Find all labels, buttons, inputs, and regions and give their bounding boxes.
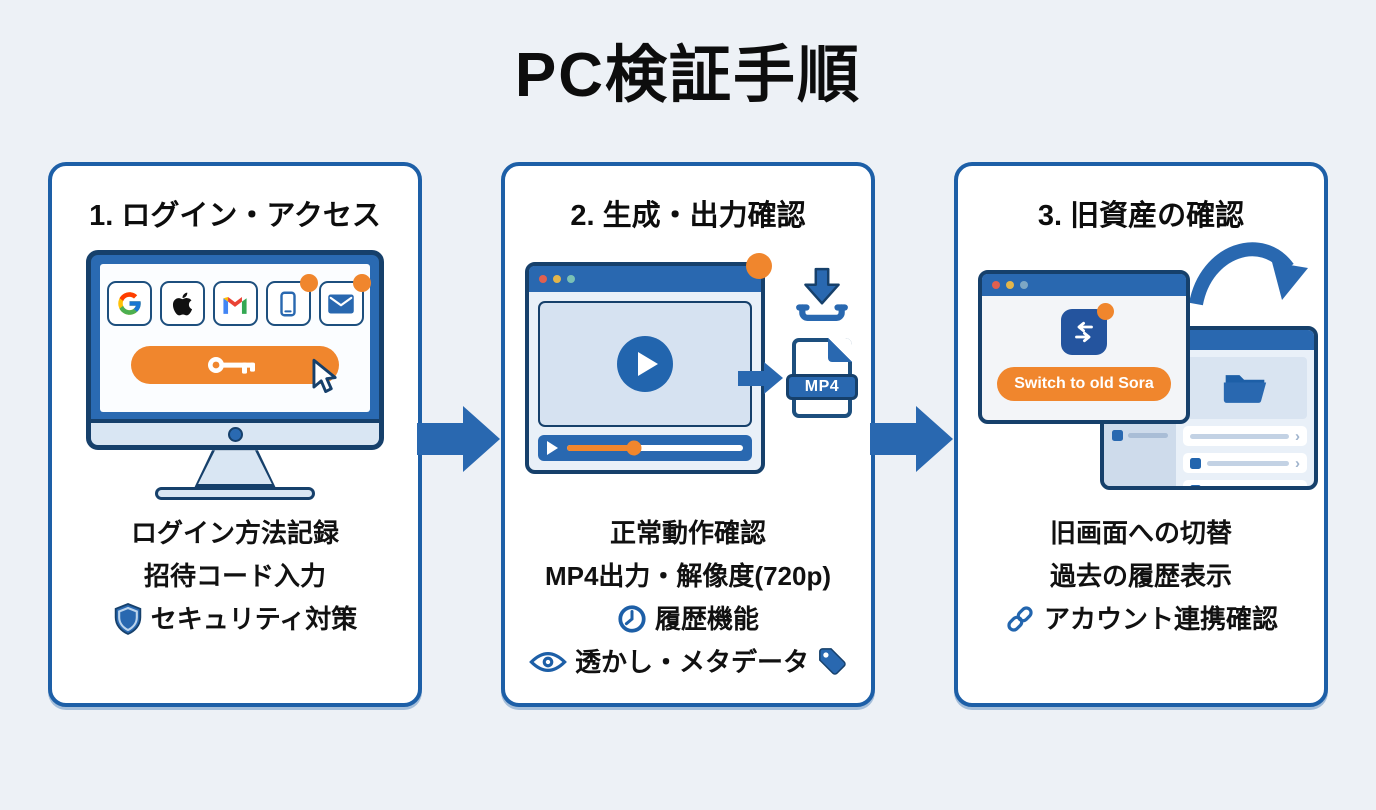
history-list-item[interactable]: › bbox=[1183, 426, 1307, 447]
mail-icon[interactable] bbox=[318, 274, 371, 327]
play-icon bbox=[638, 352, 658, 377]
bullet-text: セキュリティ対策 bbox=[150, 604, 358, 635]
video-preview bbox=[538, 301, 752, 428]
step-heading: 3. 旧資産の確認 bbox=[1037, 200, 1245, 233]
video-controls[interactable] bbox=[538, 435, 752, 462]
swap-icon bbox=[1061, 303, 1114, 356]
clock-icon bbox=[618, 605, 646, 633]
export-column: MP4 bbox=[783, 264, 861, 419]
arrow-right-icon bbox=[738, 362, 783, 395]
step-heading: 1. ログイン・アクセス bbox=[89, 200, 381, 233]
notification-dot bbox=[746, 253, 772, 280]
bullet-text: 正常動作確認 bbox=[609, 518, 766, 549]
apple-icon[interactable] bbox=[159, 281, 205, 327]
history-list-item[interactable]: › bbox=[1183, 453, 1307, 474]
monitor-chin bbox=[91, 419, 379, 446]
google-icon[interactable] bbox=[106, 281, 152, 327]
play-icon bbox=[547, 441, 558, 456]
step-card-legacy: 3. 旧資産の確認 bbox=[954, 162, 1328, 708]
step-notes: ログイン方法記録 招待コード入力 セキュリティ対策 bbox=[60, 516, 410, 636]
cursor-icon bbox=[312, 358, 337, 394]
step-notes: 正常動作確認 MP4出力・解像度(720p) 履歴機能 透かし・メタデータ bbox=[513, 516, 863, 679]
arrow-right-icon bbox=[870, 406, 953, 473]
window-dot-yellow bbox=[1006, 281, 1014, 290]
mp4-label: MP4 bbox=[786, 374, 858, 401]
chevron-right-icon: › bbox=[1295, 427, 1300, 445]
output-illustration: MP4 bbox=[505, 234, 871, 496]
bullet-text: MP4出力・解像度(720p) bbox=[544, 561, 832, 592]
step-card-output: 2. 生成・出力確認 bbox=[501, 162, 875, 708]
page-fold bbox=[828, 338, 852, 363]
switch-window: Switch to old Sora bbox=[978, 270, 1190, 425]
window-dot-blue bbox=[1020, 281, 1028, 290]
page-title: PC検証手順 bbox=[514, 41, 862, 110]
window-titlebar bbox=[529, 266, 761, 293]
bullet-text: 過去の履歴表示 bbox=[1049, 561, 1232, 592]
window-dot-teal bbox=[567, 275, 575, 284]
monitor-base bbox=[155, 487, 315, 501]
login-illustration bbox=[52, 250, 418, 512]
bullet-text: 透かし・メタデータ bbox=[574, 647, 809, 678]
step-card-login: 1. ログイン・アクセス bbox=[48, 162, 422, 708]
legacy-illustration: › › › bbox=[958, 234, 1324, 496]
bullet-text: ログイン方法記録 bbox=[130, 518, 339, 549]
bullet-text: 履歴機能 bbox=[654, 604, 759, 635]
arrow-right-icon bbox=[417, 406, 500, 473]
bullet-text: アカウント連携確認 bbox=[1043, 604, 1278, 635]
bullet-text: 旧画面への切替 bbox=[1049, 518, 1232, 549]
window-dot-red bbox=[992, 281, 1000, 290]
folder-panel bbox=[1183, 357, 1307, 420]
switch-to-old-sora-button[interactable]: Switch to old Sora bbox=[997, 367, 1171, 402]
notification-dot bbox=[299, 274, 318, 293]
window-dot-yellow bbox=[553, 275, 561, 284]
shield-icon bbox=[114, 603, 142, 636]
step-connector bbox=[417, 162, 501, 707]
curved-arrow-icon bbox=[1189, 242, 1308, 306]
monitor-graphic bbox=[86, 250, 384, 501]
notification-dot bbox=[1097, 303, 1114, 321]
progress-knob[interactable] bbox=[626, 440, 642, 456]
mp4-file-icon: MP4 bbox=[786, 338, 858, 419]
phone-icon[interactable] bbox=[265, 274, 318, 327]
download-icon bbox=[796, 268, 848, 322]
gmail-icon[interactable] bbox=[212, 281, 258, 327]
video-player-window bbox=[525, 253, 772, 475]
step-heading: 2. 生成・出力確認 bbox=[570, 200, 806, 233]
progress-bar[interactable] bbox=[567, 440, 743, 456]
key-icon bbox=[208, 357, 255, 374]
steps-row: 1. ログイン・アクセス bbox=[0, 162, 1376, 708]
list-item bbox=[1112, 430, 1168, 442]
folder-icon bbox=[1223, 375, 1267, 404]
window-titlebar bbox=[982, 274, 1186, 297]
tag-icon bbox=[819, 648, 846, 675]
play-button[interactable] bbox=[617, 336, 673, 393]
step-notes: 旧画面への切替 過去の履歴表示 アカウント連携確認 bbox=[966, 516, 1316, 636]
monitor-stand bbox=[194, 450, 276, 489]
monitor-button bbox=[227, 426, 243, 442]
notification-dot bbox=[352, 274, 371, 293]
history-list-item[interactable]: › bbox=[1183, 480, 1307, 491]
monitor-screen bbox=[100, 264, 371, 413]
login-provider-tiles bbox=[100, 264, 371, 327]
login-key-button[interactable] bbox=[131, 346, 339, 385]
window-dot-red bbox=[539, 275, 547, 284]
eye-icon bbox=[529, 652, 567, 673]
link-icon bbox=[1007, 606, 1033, 632]
chevron-right-icon: › bbox=[1295, 454, 1300, 472]
chevron-right-icon: › bbox=[1295, 481, 1300, 491]
bullet-text: 招待コード入力 bbox=[143, 561, 326, 592]
step-connector bbox=[870, 162, 954, 707]
